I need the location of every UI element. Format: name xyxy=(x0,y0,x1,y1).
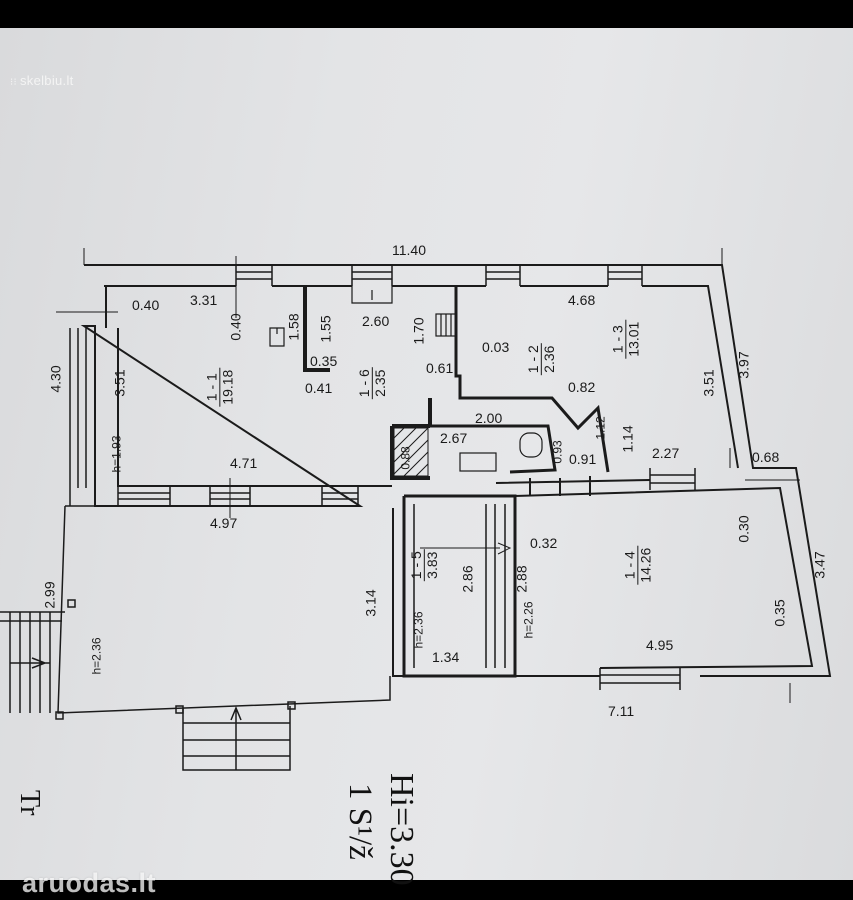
shower-tray xyxy=(393,427,429,477)
dim-r15-height-a: 2.86 xyxy=(459,565,476,593)
floor-height-title: Hi=3.30 xyxy=(383,773,420,886)
dim-r11-040: 0.40 xyxy=(227,313,244,341)
dim-right-height-lower: 3.47 xyxy=(811,551,828,579)
dim-right-height-upper: 3.97 xyxy=(735,351,752,379)
dim-r11-left-offset: 0.40 xyxy=(132,297,160,313)
dim-bath-200: 2.00 xyxy=(475,410,503,426)
dots-icon: ⁝⁝ xyxy=(10,77,17,88)
dim-veranda-ceiling: h=2.36 xyxy=(89,637,104,675)
dim-r14-035: 0.35 xyxy=(771,599,788,627)
hatch-fixture xyxy=(351,286,393,304)
veranda-outline xyxy=(57,505,391,714)
dim-r14-outer-width: 7.11 xyxy=(608,703,635,719)
dim-r13-003: 0.03 xyxy=(482,339,510,355)
partition-bath-right xyxy=(430,424,557,474)
dim-closet-155: 1.55 xyxy=(317,315,334,343)
dim-r13-top-width: 4.68 xyxy=(568,292,596,308)
dim-bath-088: 0.88 xyxy=(398,446,413,470)
floor-title: 1 S¹/ž xyxy=(342,783,378,860)
floor-plan-drawing xyxy=(0,248,832,771)
dim-r14-bottom-width: 4.95 xyxy=(646,637,674,653)
partition-bath xyxy=(390,398,432,480)
stair-label: Tr xyxy=(14,790,45,816)
dim-left-height: 4.30 xyxy=(47,365,64,393)
dim-closet-035: 0.35 xyxy=(310,353,338,369)
skelbiu-watermark: ⁝⁝skelbiu.lt xyxy=(10,73,74,88)
dim-r11-bottom-width: 4.71 xyxy=(230,455,258,471)
dim-bath-093: 0.93 xyxy=(550,440,565,464)
dim-r14-030: 0.30 xyxy=(735,515,752,543)
room-1-5-walls xyxy=(402,494,517,678)
sink-fixture xyxy=(269,327,285,347)
dim-r11-height: 3.51 xyxy=(111,369,128,397)
dim-overall-width: 11.40 xyxy=(392,242,426,258)
outer-wall xyxy=(80,264,832,677)
dim-r15-ceiling: h=2.36 xyxy=(411,611,426,649)
dimension-lines xyxy=(56,248,800,703)
dim-corridor-260: 2.60 xyxy=(362,313,390,329)
bottom-windows xyxy=(117,468,696,690)
partition-closet xyxy=(303,286,330,372)
dim-r13-112: 1.12 xyxy=(593,416,608,440)
partition-corridor xyxy=(454,286,610,473)
dim-r13-227: 2.27 xyxy=(652,445,680,461)
dim-veranda-299: 2.99 xyxy=(41,581,58,609)
dim-closet-041: 0.41 xyxy=(305,380,333,396)
dim-r13-height: 3.51 xyxy=(700,369,717,397)
left-window xyxy=(69,328,87,506)
dim-r15-width: 1.34 xyxy=(432,649,460,665)
top-windows xyxy=(235,265,643,286)
dim-bath-267: 2.67 xyxy=(440,430,468,446)
dim-r11-top-width: 3.31 xyxy=(190,292,218,308)
inner-wall-line xyxy=(104,285,739,469)
middle-wall xyxy=(360,476,651,496)
dim-r14-ceiling: h=2.26 xyxy=(521,601,536,639)
dim-corridor-061: 0.61 xyxy=(426,360,454,376)
dim-r11-ceiling: h=1.93 xyxy=(109,435,124,473)
room-1-5-inner xyxy=(413,504,506,668)
aruodas-watermark: aruodas.lt xyxy=(22,868,157,898)
toilet xyxy=(519,432,543,458)
dim-r14-032: 0.32 xyxy=(530,535,558,551)
dim-closet-158: 1.58 xyxy=(285,313,302,341)
dim-r15-height-b: 2.88 xyxy=(513,565,530,593)
dim-offset-068: 0.68 xyxy=(752,449,780,465)
dim-veranda-314: 3.14 xyxy=(362,589,379,617)
room-1-4-inner xyxy=(514,486,814,669)
dim-r13-082: 0.82 xyxy=(568,379,596,395)
bathtub xyxy=(459,452,497,472)
plan-sheet: ⁝⁝skelbiu.lt aruodas.lt 11.40 0.40 3.31 … xyxy=(0,28,853,898)
dim-r13-114: 1.14 xyxy=(619,425,636,453)
dim-corridor-170: 1.70 xyxy=(410,317,427,345)
entrance-steps xyxy=(182,706,291,771)
dim-bottom-left-width: 4.97 xyxy=(210,515,238,531)
dim-bath-091: 0.91 xyxy=(569,451,597,467)
